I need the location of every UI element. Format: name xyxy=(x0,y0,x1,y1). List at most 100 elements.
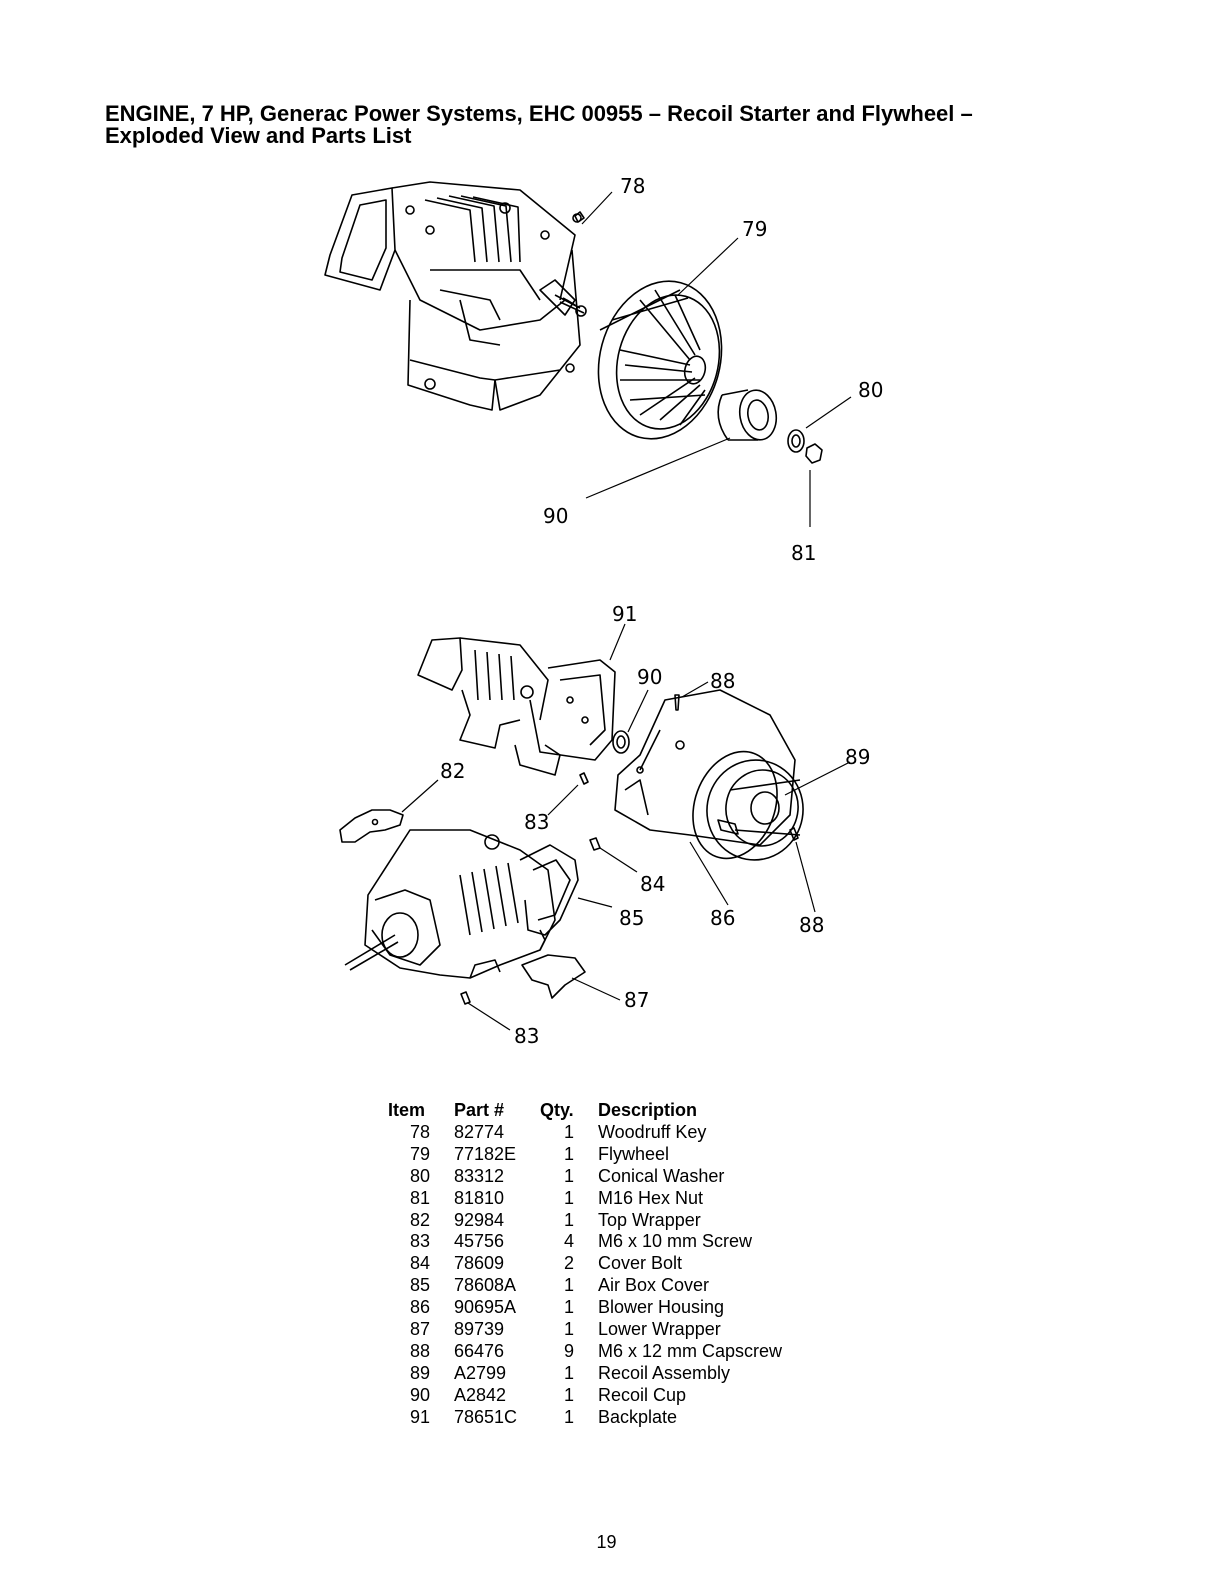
table-row: 91 78651C 1 Backplate xyxy=(386,1407,782,1429)
recoil-cup-illustration xyxy=(717,389,778,441)
qty-cell: 1 xyxy=(563,1297,574,1318)
table-row: 85 78608A 1 Air Box Cover xyxy=(386,1275,782,1297)
recoil-cup-bottom-illustration xyxy=(612,730,630,754)
qty-cell: 4 xyxy=(563,1231,574,1252)
callout-89: 89 xyxy=(845,745,870,769)
woodruff-key-illustration xyxy=(574,211,585,223)
table-row: 90 A2842 1 Recoil Cup xyxy=(386,1385,782,1407)
callout-88: 88 xyxy=(710,669,735,693)
callout-87: 87 xyxy=(624,988,649,1012)
qty-cell: 9 xyxy=(563,1340,574,1361)
description-cell: Recoil Cup xyxy=(598,1384,687,1405)
callout-81: 81 xyxy=(791,541,816,565)
callout-91: 91 xyxy=(612,602,637,626)
description-cell: Woodruff Key xyxy=(598,1121,707,1142)
item-cell: 89 xyxy=(409,1362,431,1383)
item-cell: 79 xyxy=(409,1143,431,1164)
description-cell: Blower Housing xyxy=(598,1297,725,1318)
callout-labels: 78 79 80 81 90 91 90 88 89 82 83 84 85 8… xyxy=(440,174,883,1048)
table-row: 84 78609 2 Cover Bolt xyxy=(386,1253,782,1275)
description-cell: M6 x 10 mm Screw xyxy=(598,1231,753,1252)
qty-cell: 1 xyxy=(563,1121,574,1142)
part-number-cell: 78608A xyxy=(454,1275,517,1296)
item-cell: 87 xyxy=(409,1319,431,1340)
callout-84: 84 xyxy=(640,872,665,896)
item-cell: 81 xyxy=(409,1187,431,1208)
leader-lines-top xyxy=(581,191,852,527)
title-line-1: ENGINE, 7 HP, Generac Power Systems, EHC… xyxy=(105,101,973,126)
description-cell: Conical Washer xyxy=(598,1165,725,1186)
table-row: 88 66476 9 M6 x 12 mm Capscrew xyxy=(386,1341,782,1363)
item-cell: 91 xyxy=(409,1406,431,1427)
part-number-cell: A2842 xyxy=(454,1384,507,1405)
item-cell: 80 xyxy=(409,1165,431,1186)
part-number-cell: 82774 xyxy=(454,1121,505,1142)
page-title: ENGINE, 7 HP, Generac Power Systems, EHC… xyxy=(105,103,1105,147)
callout-90: 90 xyxy=(543,504,568,528)
description-cell: M16 Hex Nut xyxy=(598,1187,704,1208)
part-number-cell: 78609 xyxy=(454,1253,505,1274)
top-wrapper-illustration xyxy=(339,809,404,843)
blower-housing-illustration xyxy=(614,689,796,860)
engine-block-top-illustration xyxy=(324,181,587,411)
callout-79: 79 xyxy=(742,217,767,241)
item-cell: 85 xyxy=(409,1275,431,1296)
description-cell: Flywheel xyxy=(598,1143,670,1164)
qty-cell: 1 xyxy=(563,1209,574,1230)
item-cell: 78 xyxy=(409,1121,431,1142)
callout-90-bottom: 90 xyxy=(637,665,662,689)
part-number-cell: 89739 xyxy=(454,1319,505,1340)
table-row: 83 45756 4 M6 x 10 mm Screw xyxy=(386,1231,782,1253)
qty-cell: 1 xyxy=(563,1187,574,1208)
item-cell: 88 xyxy=(409,1340,431,1361)
qty-cell: 1 xyxy=(563,1275,574,1296)
conical-washer-illustration xyxy=(787,429,805,453)
description-cell: Top Wrapper xyxy=(598,1209,701,1230)
callout-78: 78 xyxy=(620,174,645,198)
description-cell: Cover Bolt xyxy=(598,1253,683,1274)
part-number-cell: 83312 xyxy=(454,1165,505,1186)
callout-88-bottom: 88 xyxy=(799,913,824,937)
table-row: 78 82774 1 Woodruff Key xyxy=(386,1122,782,1144)
callout-80: 80 xyxy=(858,378,883,402)
item-cell: 90 xyxy=(409,1384,431,1405)
qty-cell: 1 xyxy=(563,1362,574,1383)
title-line-2: Exploded View and Parts List xyxy=(105,123,412,148)
part-number-cell: 78651C xyxy=(454,1406,518,1427)
description-cell: M6 x 12 mm Capscrew xyxy=(598,1340,783,1361)
item-cell: 84 xyxy=(409,1253,431,1274)
engine-block-bottom-illustration xyxy=(344,829,579,979)
description-cell: Lower Wrapper xyxy=(598,1319,721,1340)
engine-with-backplate-illustration xyxy=(417,637,616,776)
item-cell: 86 xyxy=(409,1297,431,1318)
callout-83-bottom: 83 xyxy=(514,1024,539,1048)
part-number-cell: 45756 xyxy=(454,1231,505,1252)
description-cell: Air Box Cover xyxy=(598,1275,710,1296)
item-cell: 83 xyxy=(409,1231,431,1252)
qty-cell: 1 xyxy=(563,1384,574,1405)
part-number-cell: A2799 xyxy=(454,1362,507,1383)
callout-85: 85 xyxy=(619,906,644,930)
part-number-cell: 66476 xyxy=(454,1340,505,1361)
callout-86: 86 xyxy=(710,906,735,930)
table-row: 80 83312 1 Conical Washer xyxy=(386,1166,782,1188)
header-item: Item xyxy=(388,1100,426,1120)
part-number-cell: 77182E xyxy=(454,1143,517,1164)
flywheel-illustration xyxy=(597,280,723,440)
callout-82: 82 xyxy=(440,759,465,783)
qty-cell: 2 xyxy=(563,1253,574,1274)
qty-cell: 1 xyxy=(563,1406,574,1427)
header-qty: Qty. xyxy=(540,1100,574,1120)
qty-cell: 1 xyxy=(563,1165,574,1186)
leader-lines-bottom xyxy=(401,623,851,1031)
callout-83: 83 xyxy=(524,810,549,834)
description-cell: Backplate xyxy=(598,1406,678,1427)
